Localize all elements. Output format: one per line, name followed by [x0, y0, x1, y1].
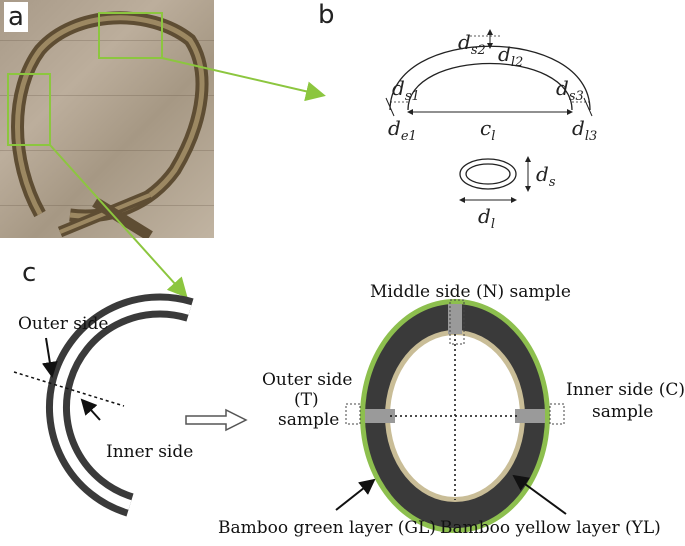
outer-sample-label-2: (T): [294, 390, 319, 410]
transition-arrow: [185, 408, 248, 432]
label-de1: de1: [388, 116, 417, 144]
highlight-box-top: [98, 12, 163, 59]
inner-sample: [515, 409, 545, 423]
label-ds1: ds1: [392, 76, 420, 104]
green-layer-label: Bamboo green layer (GL): [218, 518, 436, 538]
bent-strip-core: [53, 300, 192, 510]
panel-label-a: a: [4, 2, 28, 32]
outer-side-arrow: [41, 337, 58, 378]
outer-sample-label-3: sample: [278, 410, 340, 430]
yellow-layer-arrow: [512, 474, 567, 515]
middle-sample-label: Middle side (N) sample: [370, 282, 571, 302]
pointer-arrow-to-b: [161, 57, 326, 102]
arch-inner: [407, 63, 573, 111]
outer-side-label: Outer side: [18, 314, 109, 334]
bamboo-ring-photo: [11, 11, 209, 238]
label-ds: ds: [536, 162, 556, 190]
panel-label-b: b: [318, 0, 335, 30]
yellow-layer-label: Bamboo yellow layer (YL): [440, 518, 661, 538]
inner-side-arrow: [80, 398, 101, 421]
dl3-tick: [583, 97, 593, 117]
middle-sample-box: [449, 299, 465, 345]
label-dl2: dl2: [498, 42, 524, 70]
inner-sample-box: [549, 403, 565, 425]
bamboo-photo: a: [0, 0, 214, 238]
label-ds2: ds2: [458, 30, 486, 58]
green-layer-arrow: [335, 478, 376, 511]
highlight-box-side: [7, 73, 51, 146]
outer-sample-label-1: Outer side: [262, 370, 353, 390]
outer-sample-box: [345, 403, 361, 425]
label-cl: cl: [480, 116, 496, 144]
cross-section-outer: [459, 158, 517, 190]
label-dl3: dl3: [572, 116, 598, 144]
panel-label-c: c: [22, 258, 37, 288]
pointer-arrow-to-c: [49, 144, 188, 298]
de1-tick: [385, 97, 395, 117]
inner-sample-label-1: Inner side (C): [566, 380, 685, 400]
middle-sample: [448, 304, 462, 334]
cut-line: [13, 371, 125, 407]
cross-section-inner: [465, 163, 511, 185]
label-dl: dl: [478, 204, 495, 232]
inner-sample-label-2: sample: [592, 402, 654, 422]
inner-side-label: Inner side: [106, 442, 194, 462]
outer-sample: [365, 409, 395, 423]
label-ds3: ds3: [556, 76, 584, 104]
